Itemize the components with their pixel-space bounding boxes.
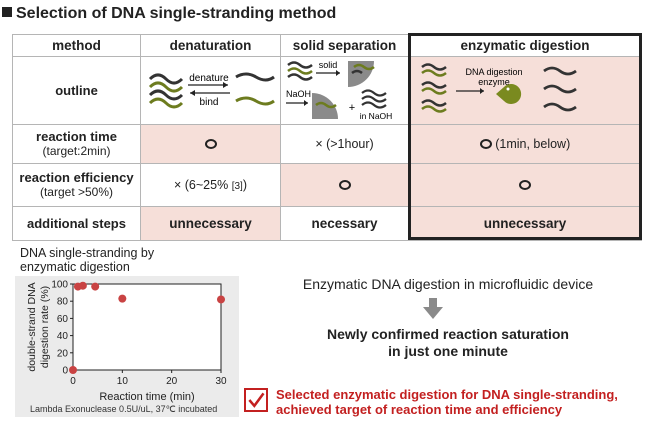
chart-caption: DNA single-stranding by enzymatic digest… (20, 246, 155, 274)
enzymatic-digestion-diagram: DNA digestion enzyme (408, 56, 642, 125)
row-reaction-efficiency: reaction efficiency (target >50%) × (6~2… (12, 163, 642, 207)
circle-good-icon (204, 139, 217, 149)
row-additional-steps: additional steps unnecessary necessary u… (12, 206, 642, 241)
x-tick-label-20: 20 (166, 376, 178, 387)
x-tick-label-0: 0 (70, 376, 76, 387)
row-reaction-time: reaction time (target:2min) × (>1hour) (… (12, 124, 642, 164)
data-point-4 (118, 294, 127, 303)
naoh-label: NaOH (286, 89, 311, 99)
data-point-0 (69, 366, 77, 374)
y-tick-label-0: 0 (62, 366, 68, 377)
enzyme-label-line2: enzyme (478, 77, 510, 87)
checkmark-icon (244, 388, 268, 412)
y-axis-label-line1: double-strand DNA (26, 282, 38, 371)
data-point-5 (217, 295, 225, 304)
additional-steps-solid: necessary (280, 206, 409, 241)
solid-label: solid (318, 60, 337, 70)
enzyme-icon (496, 84, 522, 104)
x-tick-label-30: 30 (215, 376, 227, 387)
reaction-efficiency-denaturation: × (6~25% [3]) (140, 163, 281, 207)
bind-label: bind (199, 97, 218, 108)
header-solid-separation: solid separation (280, 34, 409, 57)
row-label-additional-steps: additional steps (12, 206, 141, 241)
header-enzymatic-digestion: enzymatic digestion (408, 34, 642, 57)
data-point-3 (91, 282, 100, 291)
circle-good-icon (338, 180, 351, 190)
plot-area (72, 283, 222, 371)
enzyme-label-line1: DNA digestion (465, 67, 522, 77)
comparison-table: method denaturation solid separation enz… (12, 34, 642, 241)
circle-good-icon (519, 180, 531, 190)
header-denaturation: denaturation (140, 34, 281, 57)
table-header-row: method denaturation solid separation enz… (12, 34, 642, 57)
reaction-efficiency-enzymatic (408, 163, 642, 207)
chart-footnote: Lambda Exonuclease 0.5U/uL, 37℃ incubate… (30, 404, 218, 414)
down-arrow-icon (423, 298, 443, 319)
additional-steps-enzymatic: unnecessary (408, 206, 642, 241)
reaction-time-denaturation (140, 124, 281, 164)
y-tick-label-100: 100 (51, 280, 68, 291)
x-tick-label-10: 10 (117, 376, 129, 387)
x-axis-label: Reaction time (min) (99, 391, 194, 403)
row-label-outline: outline (12, 56, 141, 125)
page-title: Selection of DNA single-stranding method (2, 5, 336, 23)
header-method: method (12, 34, 141, 57)
bullet-square-icon (2, 7, 12, 17)
reaction-efficiency-solid (280, 163, 409, 207)
process-step-text: Enzymatic DNA digestion in microfluidic … (302, 276, 594, 292)
additional-steps-denaturation: unnecessary (140, 206, 281, 241)
denature-label: denature (189, 73, 229, 84)
solid-separation-diagram: solid NaOH + in NaOH (280, 56, 409, 125)
y-tick-label-40: 40 (57, 331, 69, 342)
reaction-time-solid: × (>1hour) (280, 124, 409, 164)
reaction-time-enzymatic: (1min, below) (408, 124, 642, 164)
data-point-2 (78, 281, 87, 290)
y-axis-label-line2: digestion rate (%) (39, 286, 51, 368)
result-text: Newly confirmed reaction saturation in j… (327, 326, 569, 359)
row-outline: outline denature bind (12, 56, 642, 125)
row-label-reaction-time: reaction time (target:2min) (12, 124, 141, 164)
y-tick-label-60: 60 (57, 314, 69, 325)
in-naoh-label: in NaOH (359, 111, 392, 121)
circle-good-icon (479, 139, 492, 149)
y-tick-label-80: 80 (57, 297, 69, 308)
denaturation-diagram: denature bind (140, 56, 281, 125)
plus-sign: + (348, 102, 354, 114)
row-label-reaction-efficiency: reaction efficiency (target >50%) (12, 163, 141, 207)
conclusion-text: Selected enzymatic digestion for DNA sin… (276, 387, 618, 417)
y-tick-label-20: 20 (57, 348, 69, 359)
